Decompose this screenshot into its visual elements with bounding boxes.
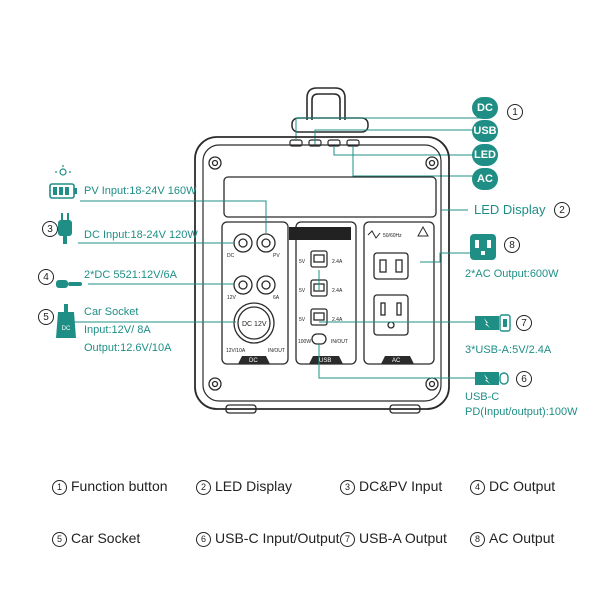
ac-outlet-icon: [470, 234, 496, 260]
ac-button-pill[interactable]: AC: [472, 168, 498, 190]
marker-1: 1: [507, 104, 523, 120]
led-button-pill[interactable]: LED: [472, 144, 498, 166]
usb-c-title: USB-C: [465, 391, 500, 403]
car-socket-title: Car Socket: [84, 306, 139, 318]
led-display-window: [223, 176, 437, 218]
panel-inout: IN/OUT: [268, 348, 285, 354]
usb-c-spec: PD(Input/output):100W: [465, 406, 578, 418]
handle: [306, 87, 346, 120]
lcd-strip: [289, 227, 351, 240]
usb-a-icon: [475, 314, 511, 332]
battery-icon: [49, 183, 77, 199]
panel-24a-2: 2.4A: [332, 288, 343, 294]
panel-12v: 12V: [227, 295, 236, 301]
car-socket-output: Output:12.6V/10A: [84, 342, 172, 354]
car-socket-input: Input:12V/ 8A: [84, 324, 151, 336]
car-charger-icon: [56, 304, 76, 338]
panel-12v-10a: 12V/10A: [226, 348, 246, 354]
panel-dc: DC: [227, 253, 235, 259]
marker-3: 3: [42, 221, 58, 237]
panel-5v-3: 5V: [299, 317, 306, 323]
panel-usb-section: USB: [319, 358, 332, 364]
led-display-label: LED Display: [474, 202, 546, 217]
dc5521-label: 2*DC 5521:12V/6A: [84, 269, 177, 281]
body-outer: [194, 136, 450, 410]
marker-2: 2: [554, 202, 570, 218]
panel-dc-section: DC: [249, 358, 258, 364]
dc-input-label: DC Input:18-24V 120W: [84, 229, 198, 241]
panel-ac-section: AC: [392, 358, 401, 364]
marker-5: 5: [38, 309, 54, 325]
panel-5v-2: 5V: [299, 288, 306, 294]
panel-pd-inout: IN/OUT: [331, 339, 348, 345]
panel-hz: 50/60Hz: [383, 233, 402, 239]
usb-button-pill[interactable]: USB: [472, 120, 498, 142]
marker-7: 7: [516, 315, 532, 331]
panel-100w: 100W: [298, 339, 312, 345]
usb-a-label: 3*USB-A:5V/2.4A: [465, 344, 552, 356]
panel-24a-3: 2.4A: [332, 317, 343, 323]
callout-leaders: [70, 200, 475, 379]
panel-5v-1: 5V: [299, 259, 306, 265]
panel-pv: PV: [273, 253, 280, 259]
button-leaders: [295, 117, 480, 177]
panel-dc12v: DC 12V: [242, 321, 267, 328]
ac-panel: [363, 221, 435, 365]
marker-4: 4: [38, 269, 54, 285]
sun-icon: [55, 165, 71, 176]
body-inner: [202, 144, 442, 402]
panel-6a: 6A: [273, 295, 280, 301]
screws: [208, 156, 439, 391]
plug-icon: [58, 213, 72, 244]
pv-input-label: PV Input:18-24V 160W: [84, 185, 197, 197]
svg-text:DC: DC: [62, 326, 71, 332]
dc-button-pill[interactable]: DC: [472, 97, 498, 119]
marker-6: 6: [516, 371, 532, 387]
dc-cable-icon: [56, 280, 82, 288]
ac-output-label: 2*AC Output:600W: [465, 268, 559, 280]
marker-8: 8: [504, 237, 520, 253]
panel-24a-1: 2.4A: [332, 259, 343, 265]
usb-c-icon: [475, 372, 509, 385]
